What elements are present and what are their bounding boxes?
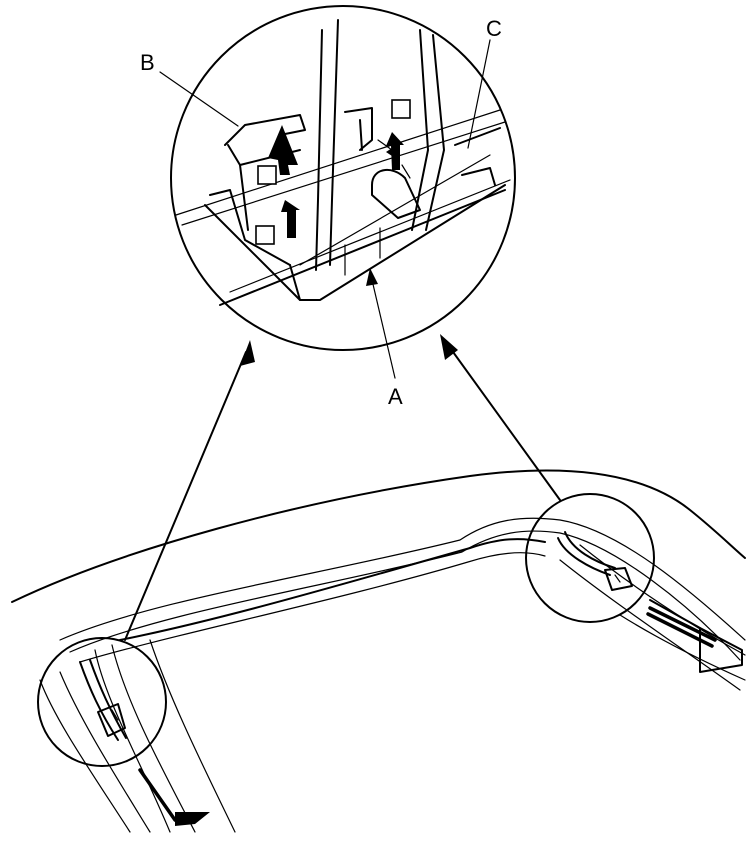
callout-label-a: A bbox=[388, 384, 403, 409]
detail-circle-right bbox=[525, 493, 655, 623]
roof-frame bbox=[11, 469, 746, 833]
leader-lines bbox=[159, 39, 491, 379]
callout-arrows bbox=[124, 334, 561, 641]
callout-label-b: B bbox=[140, 50, 155, 75]
callout-label-c: C bbox=[486, 16, 502, 41]
zoom-circle bbox=[170, 5, 516, 351]
detail-circle-left bbox=[37, 637, 167, 767]
